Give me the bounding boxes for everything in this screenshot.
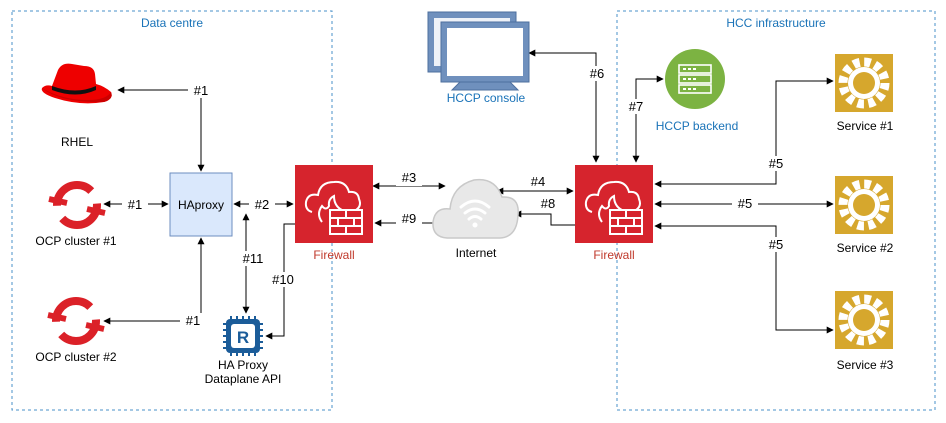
internet-label: Internet (456, 246, 497, 260)
hcc-region (616, 10, 936, 411)
firewall-icon (575, 165, 653, 243)
haproxy-label: HAproxy (178, 198, 224, 212)
edge-firewall-service1 (654, 77, 834, 188)
ocp1-label: OCP cluster #1 (35, 234, 116, 248)
edge-label-8: #8 (541, 196, 555, 211)
service2-label: Service #2 (837, 241, 894, 255)
edge-label-4: #4 (531, 174, 545, 189)
edge-label-1-rhel: #1 (194, 83, 208, 98)
gear-icon (835, 291, 893, 349)
svg-text:R: R (237, 328, 249, 347)
hcc-title: HCC infrastructure (726, 16, 826, 30)
rhel-label: RHEL (61, 135, 93, 149)
gear-icon (835, 54, 893, 112)
edge-ocp2-haproxy (103, 237, 205, 325)
firewall-hcc-label: Firewall (593, 248, 634, 262)
service3-label: Service #3 (837, 358, 894, 372)
cloud-wifi-icon (432, 178, 519, 239)
openshift-icon (48, 181, 106, 229)
ocp2-label: OCP cluster #2 (35, 350, 116, 364)
gear-icon (835, 176, 893, 234)
edge-label-1-ocp1: #1 (128, 197, 142, 212)
console-label: HCCP console (447, 91, 526, 105)
rest-api-chip-icon: R (223, 316, 263, 356)
edge-firewall-internet-8 (514, 210, 575, 226)
edge-label-5-s1: #5 (769, 156, 783, 171)
edge-label-2: #2 (255, 197, 269, 212)
edge-label-10: #10 (272, 272, 294, 287)
edge-label-5-s2: #5 (738, 196, 752, 211)
edge-label-9: #9 (402, 211, 416, 226)
firewall-icon (295, 165, 373, 243)
datacentre-region (11, 10, 333, 411)
edge-label-1-ocp2: #1 (186, 313, 200, 328)
redhat-hat-icon (41, 63, 112, 104)
dataplane-label-line2: Dataplane API (205, 372, 282, 386)
edge-rhel-haproxy (117, 86, 205, 172)
edge-labels: #1 #1 #1 #2 #11 #10 #3 #9 #4 #8 #6 #7 #5… (122, 66, 789, 328)
datacentre-title: Data centre (141, 16, 203, 30)
edge-label-3: #3 (402, 170, 416, 185)
dataplane-label-line1: HA Proxy (218, 358, 268, 372)
haproxy-box (169, 172, 233, 237)
edge-label-5-s3: #5 (769, 237, 783, 252)
openshift-icon (47, 297, 105, 345)
edge-console-firewall (528, 49, 600, 163)
monitor-icon (427, 11, 530, 91)
edge-label-7: #7 (629, 99, 643, 114)
edge-label-6: #6 (590, 66, 604, 81)
edge-backend-firewall (632, 75, 664, 163)
edge-label-11: #11 (243, 251, 264, 266)
server-icon (665, 49, 725, 109)
backend-label: HCCP backend (656, 119, 739, 133)
edge-firewall-service3 (654, 222, 834, 334)
service1-label: Service #1 (837, 119, 894, 133)
firewall-dc-label: Firewall (313, 248, 354, 262)
